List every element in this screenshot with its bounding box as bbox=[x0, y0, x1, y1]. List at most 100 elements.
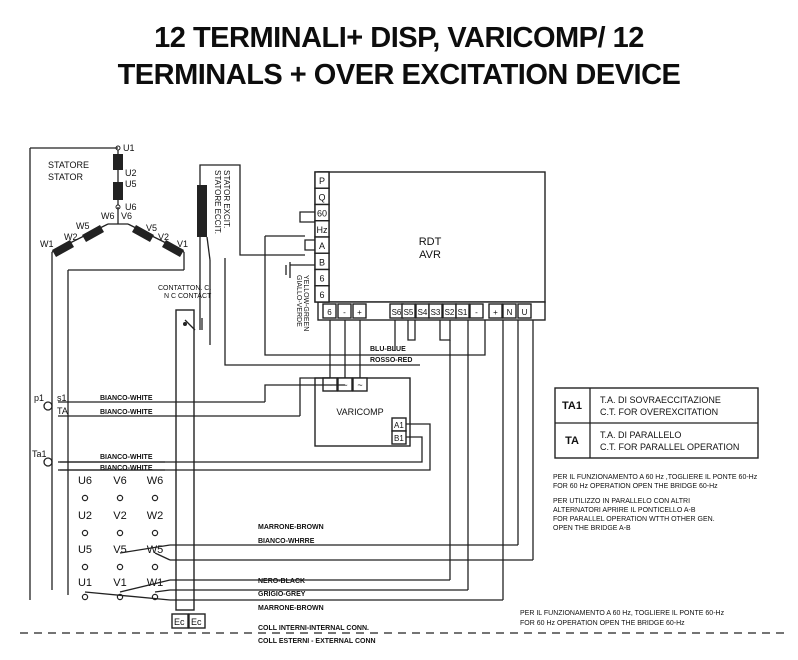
external-conn-label: COLL ESTERNI - EXTERNAL CONN bbox=[258, 638, 376, 645]
terminal-board-stud bbox=[116, 563, 124, 571]
terminal-board-stud bbox=[116, 529, 124, 537]
avr-label-avr: AVR bbox=[419, 249, 441, 261]
ground-wire-label-en: YELLOW-GREEN bbox=[302, 275, 309, 331]
legend-en-ta: C.T. FOR PARALLEL OPERATION bbox=[600, 442, 739, 452]
avr-bottom-terminal-label: 6 bbox=[327, 308, 332, 317]
avr-left-terminal-label: 60 bbox=[317, 209, 327, 219]
avr-bottom-terminal-label: N bbox=[507, 308, 513, 317]
ct-label-ta: TA bbox=[57, 406, 68, 416]
terminal-label-v6: V6 bbox=[121, 211, 132, 221]
varicomp-top-terminal bbox=[352, 377, 368, 392]
title-line-2: TERMINALS + OVER EXCITATION DEVICE bbox=[117, 59, 681, 91]
avr-bottom-terminal-label: + bbox=[493, 308, 498, 317]
winding-coil-w12 bbox=[52, 240, 74, 257]
avr-left-terminal-label: Hz bbox=[317, 225, 328, 235]
note2-line1: PER UTILIZZO IN PARALLELO CON ALTRI bbox=[553, 498, 690, 505]
terminal-label-u6: U6 bbox=[125, 202, 137, 212]
contactor-label-en: N C CONTACT bbox=[164, 293, 212, 300]
varicomp-terminal-a1: A1 bbox=[394, 421, 404, 430]
avr-left-terminal-label: 6 bbox=[319, 274, 324, 284]
exciter-label-it: STATORE ECCIT. bbox=[213, 170, 222, 234]
avr-bottom-terminal bbox=[322, 303, 337, 319]
terminal-label-v1: V1 bbox=[177, 239, 188, 249]
wire-label-bianco-1: BIANCO-WHITE bbox=[100, 395, 153, 402]
exciter-stator bbox=[197, 164, 486, 366]
avr-bottom-terminal-label: S6 bbox=[392, 308, 402, 317]
wire-label-bianco-w5: BIANCO-WHRRE bbox=[258, 538, 315, 545]
avr-bottom-terminal bbox=[352, 303, 367, 319]
wire-label-bianco-3: BIANCO-WHITE bbox=[100, 454, 153, 461]
terminal-board-label: W6 bbox=[147, 475, 164, 487]
avr-output-wiring bbox=[329, 320, 534, 600]
note2-line4: OPEN THE BRIDGE A-B bbox=[553, 525, 631, 532]
ground-wire-label-it: GIALLO-VERDE bbox=[295, 275, 302, 327]
note3-line2: FOR 60 Hz OPERATION OPEN THE BRIDGE 60-H… bbox=[520, 620, 685, 627]
legend-code-ta1: TA1 bbox=[562, 400, 582, 412]
winding-coil-v56 bbox=[132, 225, 154, 242]
avr-bottom-terminal-label: - bbox=[343, 308, 346, 317]
ec-terminal-1 bbox=[171, 613, 189, 629]
wire-label-grigio: GRIGIO-GREY bbox=[258, 591, 306, 598]
terminal-board-label: W2 bbox=[147, 510, 164, 522]
exciter-label-en: STATOR EXCIT. bbox=[222, 170, 231, 228]
terminal-board-label: U6 bbox=[78, 475, 92, 487]
avr-label-rdt: RDT bbox=[419, 236, 442, 248]
ec-terminal-2 bbox=[188, 613, 206, 629]
winding-coil-v12 bbox=[162, 240, 184, 257]
avr-bottom-terminal-label: U bbox=[522, 308, 528, 317]
avr-bottom-terminal bbox=[469, 303, 484, 319]
ec-label-2: Ec bbox=[191, 617, 202, 627]
note2-line2: ALTERNATORI APRIRE IL PONTICELLO A-B bbox=[553, 507, 696, 514]
legend-en-ta1: C.T. FOR OVEREXCITATION bbox=[600, 407, 718, 417]
stator-label-en: STATOR bbox=[48, 172, 84, 182]
avr-bottom-terminal-label: - bbox=[475, 308, 478, 317]
avr-left-terminal-label: Q bbox=[318, 192, 325, 202]
avr-bottom-terminal bbox=[337, 303, 352, 319]
ct-label-p1: p1 bbox=[34, 393, 44, 403]
note1-line2: FOR 60 Hz OPERATION OPEN THE BRIDGE 60-H… bbox=[553, 483, 718, 490]
avr-bottom-terminal bbox=[455, 303, 470, 319]
note1-line1: PER IL FUNZIONAMENTO A 60 Hz ,TOGLIERE I… bbox=[553, 474, 758, 481]
ct-label-s1: s1 bbox=[57, 393, 67, 403]
terminal-board-stud bbox=[151, 494, 159, 502]
terminal-board-stud bbox=[151, 563, 159, 571]
terminal-label-w2: W2 bbox=[64, 232, 78, 242]
wire-label-bianco-4: BIANCO-WHITE bbox=[100, 465, 153, 472]
terminal-board-stud bbox=[81, 529, 89, 537]
terminal-board-label: U1 bbox=[78, 577, 92, 589]
legend-table bbox=[554, 387, 759, 459]
terminal-board-label: V6 bbox=[113, 475, 126, 487]
terminal-label-w5: W5 bbox=[76, 221, 90, 231]
legend-it-ta: T.A. DI PARALLELO bbox=[600, 430, 681, 440]
wire-label-bianco-2: BIANCO-WHITE bbox=[100, 409, 153, 416]
winding-coil-w56 bbox=[82, 225, 104, 242]
nc-contact bbox=[175, 309, 203, 611]
ct-label-ta1: Ta1 bbox=[32, 449, 47, 459]
avr-bottom-terminal-label: + bbox=[357, 308, 362, 317]
avr-bottom-terminal-label: S5 bbox=[404, 308, 414, 317]
legend-it-ta1: T.A. DI SOVRAECCITAZIONE bbox=[600, 395, 721, 405]
ec-label-1: Ec bbox=[174, 617, 185, 627]
wire-label-rosso: ROSSO-RED bbox=[370, 357, 412, 364]
terminal-board-stud bbox=[151, 529, 159, 537]
note2-line3: FOR PARALLEL OPERATION WTTH OTHER GEN. bbox=[553, 516, 715, 523]
avr-bottom-terminal-label: S4 bbox=[418, 308, 428, 317]
wire-label-marrone-2: MARRONE-BROWN bbox=[258, 605, 324, 612]
varicomp-terminal-b1: B1 bbox=[394, 434, 404, 443]
winding-coil-u56 bbox=[113, 182, 123, 200]
avr-left-terminal-label: B bbox=[319, 257, 325, 267]
internal-conn-label: COLL INTERNI-INTERNAL CONN. bbox=[258, 625, 369, 632]
terminal-board-stud bbox=[116, 494, 124, 502]
terminal-label-w6: W6 bbox=[101, 211, 115, 221]
current-transformers bbox=[43, 377, 345, 471]
stator-winding bbox=[29, 145, 185, 600]
terminal-board-stud bbox=[81, 563, 89, 571]
avr-bottom-terminal bbox=[428, 303, 443, 319]
avr-bottom-terminal bbox=[502, 303, 517, 319]
winding-coil-u12 bbox=[113, 154, 123, 170]
avr-bottom-terminal bbox=[517, 303, 532, 319]
terminal-label-u1: U1 bbox=[123, 143, 135, 153]
varicomp-label: VARICOMP bbox=[336, 407, 383, 417]
